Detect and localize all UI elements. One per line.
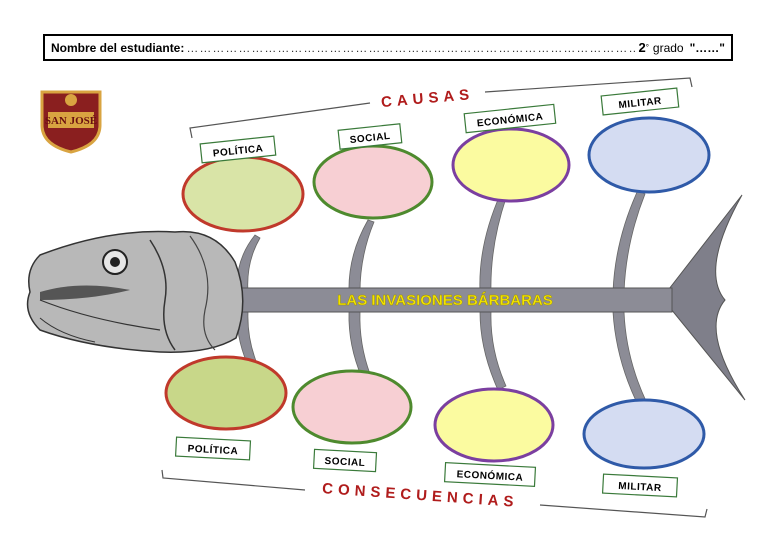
consequence-label-militar: MILITAR xyxy=(601,473,679,498)
school-logo: SAN JOSÉ xyxy=(40,90,102,154)
cause-label-social: SOCIAL xyxy=(337,123,403,150)
logo-text: SAN JOSÉ xyxy=(45,115,97,127)
causes-bracket-right xyxy=(484,77,693,93)
svg-text:ECONÓMICA: ECONÓMICA xyxy=(456,467,523,483)
consequences-bracket-left xyxy=(161,469,306,491)
causes-bracket-left xyxy=(189,102,371,139)
consequence-circle-economica[interactable] xyxy=(433,387,555,463)
grade-number: 2 xyxy=(638,40,646,55)
cause-label-militar: MILITAR xyxy=(600,87,680,116)
consequence-label-economica: ECONÓMICA xyxy=(443,462,537,487)
consequences-heading: CONSECUENCIAS xyxy=(322,480,519,511)
grade-superscript: ° xyxy=(645,43,649,52)
student-name-blank[interactable]: …………………………………………………………………………………………………………… xyxy=(186,40,636,55)
diagram-title: LAS INVASIONES BÁRBARAS xyxy=(337,292,553,309)
fish-tail xyxy=(661,194,746,401)
consequences-bracket-right xyxy=(539,504,708,518)
consequence-circle-politica[interactable] xyxy=(164,355,288,431)
svg-text:POLÍTICA: POLÍTICA xyxy=(187,442,238,458)
consequence-circle-social[interactable] xyxy=(291,369,413,445)
svg-text:MILITAR: MILITAR xyxy=(618,481,662,494)
consequence-label-social: SOCIAL xyxy=(312,448,378,473)
cause-label-economica: ECONÓMICA xyxy=(463,103,557,134)
svg-text:SOCIAL: SOCIAL xyxy=(349,131,391,146)
grade-word: grado xyxy=(652,40,684,55)
fish-head xyxy=(26,230,244,353)
causes-heading: CAUSAS xyxy=(380,86,474,111)
cause-circle-militar[interactable] xyxy=(587,116,711,194)
student-header: Nombre del estudiante: ……………………………………………… xyxy=(43,34,733,61)
consequence-label-politica: POLÍTICA xyxy=(174,436,252,461)
student-name-label: Nombre del estudiante: xyxy=(51,40,185,55)
cause-circle-politica[interactable] xyxy=(181,155,305,233)
svg-text:MILITAR: MILITAR xyxy=(618,96,662,111)
lower-ribs xyxy=(236,311,647,406)
section-blank[interactable]: "……" xyxy=(689,40,725,55)
cause-label-politica: POLÍTICA xyxy=(199,135,277,164)
cause-circle-social[interactable] xyxy=(312,144,434,220)
svg-text:SOCIAL: SOCIAL xyxy=(324,456,365,469)
fish-spine xyxy=(231,287,673,313)
consequence-circle-militar[interactable] xyxy=(582,398,706,470)
cause-circle-economica[interactable] xyxy=(451,127,571,203)
